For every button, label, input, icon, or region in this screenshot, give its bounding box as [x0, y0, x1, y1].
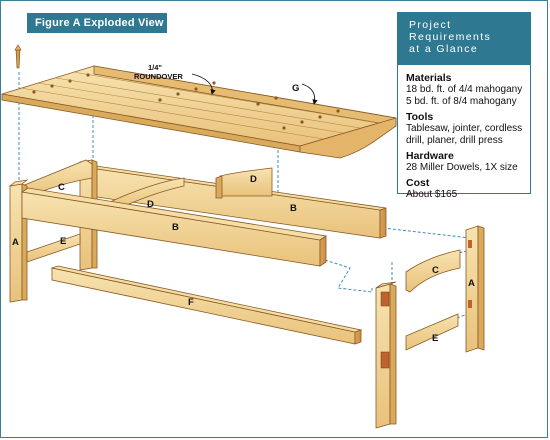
label-d-left: D	[147, 199, 154, 210]
label-e-left: E	[60, 236, 66, 247]
tools-line-2: drill, planer, drill press	[406, 135, 503, 146]
label-d-right: D	[250, 174, 257, 185]
materials-heading: Materials	[406, 72, 452, 84]
materials-line-1: 18 bd. ft. of 4/4 mahogany	[406, 84, 523, 95]
label-c-left: C	[58, 182, 65, 193]
tools-line-1: Tablesaw, jointer, cordless	[406, 123, 523, 134]
label-a-right: A	[468, 278, 475, 289]
stretcher-f	[50, 265, 363, 345]
part-labels: 1/4" ROUNDOVER G A C E D D B B F C A E	[12, 63, 475, 344]
cost-line-1: About $165	[406, 189, 458, 200]
front-rail-b	[20, 187, 328, 267]
materials-line-2: 5 bd. ft. of 8/4 mahogany	[406, 96, 517, 107]
requirements-heading: Project Requirements at a Glance	[398, 13, 530, 65]
label-b-back: B	[290, 203, 297, 214]
requirements-heading-line-2: Requirements	[409, 31, 492, 43]
project-requirements-box: Project Requirements at a Glance Materia…	[397, 12, 531, 200]
cost-heading: Cost	[406, 177, 430, 189]
label-a-left: A	[12, 237, 19, 248]
roundover-note-2: ROUNDOVER	[134, 72, 183, 81]
d-stretchers	[109, 167, 273, 209]
label-b-front: B	[172, 222, 179, 233]
label-c-right: C	[432, 265, 439, 276]
hardware-line-1: 28 Miller Dowels, 1X size	[406, 162, 518, 173]
figure-title: Figure A Exploded View	[27, 13, 167, 33]
right-leg-assembly	[375, 225, 485, 429]
seat-slats	[1, 65, 397, 159]
roundover-note-1: 1/4"	[148, 63, 162, 72]
requirements-heading-line-1: Project	[409, 19, 452, 31]
label-g: G	[292, 83, 299, 94]
requirements-body: Materials 18 bd. ft. of 4/4 mahogany 5 b…	[398, 65, 530, 201]
tools-heading: Tools	[406, 111, 434, 123]
leader-arrows	[191, 73, 318, 105]
label-e-right: E	[432, 333, 438, 344]
requirements-heading-line-3: at a Glance	[409, 43, 479, 55]
label-f: F	[188, 297, 194, 308]
dowel-pin	[14, 44, 22, 69]
hardware-heading: Hardware	[406, 150, 454, 162]
